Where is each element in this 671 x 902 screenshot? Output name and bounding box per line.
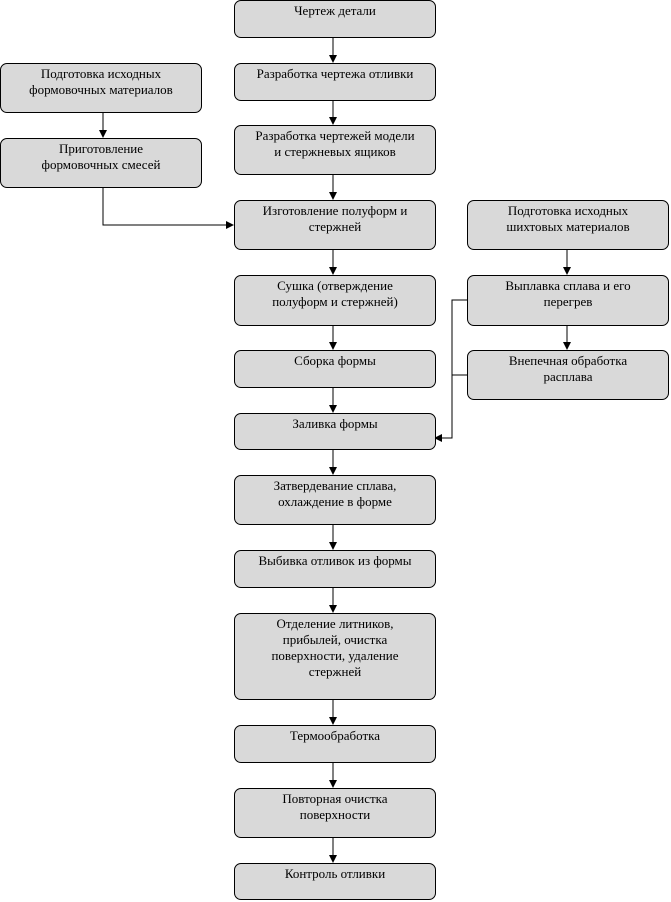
step-shakeout: Выбивка отливок из формы — [234, 550, 436, 588]
step-out-of-furnace: Внепечная обработка расплава — [467, 350, 669, 400]
step-casting-drawing: Разработка чертежа отливки — [234, 63, 436, 101]
step-drying: Сушка (отверждение полуформ и стержней) — [234, 275, 436, 326]
step-solidification: Затвердевание сплава, охлаждение в форме — [234, 475, 436, 525]
step-pouring: Заливка формы — [234, 413, 436, 450]
step-molding-materials-prep: Подготовка исходных формовочных материал… — [0, 63, 202, 113]
step-inspection: Контроль отливки — [234, 863, 436, 900]
arrow-melt-to-pouring — [434, 299, 467, 442]
step-repeat-cleaning: Повторная очистка поверхности — [234, 788, 436, 838]
step-pattern-drawings: Разработка чертежей модели и стержневых … — [234, 125, 436, 175]
step-part-drawing: Чертеж детали — [234, 0, 436, 38]
step-molding-mixtures: Приготовление формовочных смесей — [0, 138, 202, 188]
step-heat-treatment: Термообработка — [234, 725, 436, 763]
step-mold-assembly: Сборка формы — [234, 350, 436, 388]
step-fettling: Отделение литников, прибылей, очистка по… — [234, 613, 436, 700]
arrow-mixtures-to-halfmolds — [102, 188, 234, 229]
step-half-molds-cores: Изготовление полуформ и стержней — [234, 200, 436, 250]
step-melting: Выплавка сплава и его перегрев — [467, 275, 669, 326]
step-charge-materials-prep: Подготовка исходных шихтовых материалов — [467, 200, 669, 250]
